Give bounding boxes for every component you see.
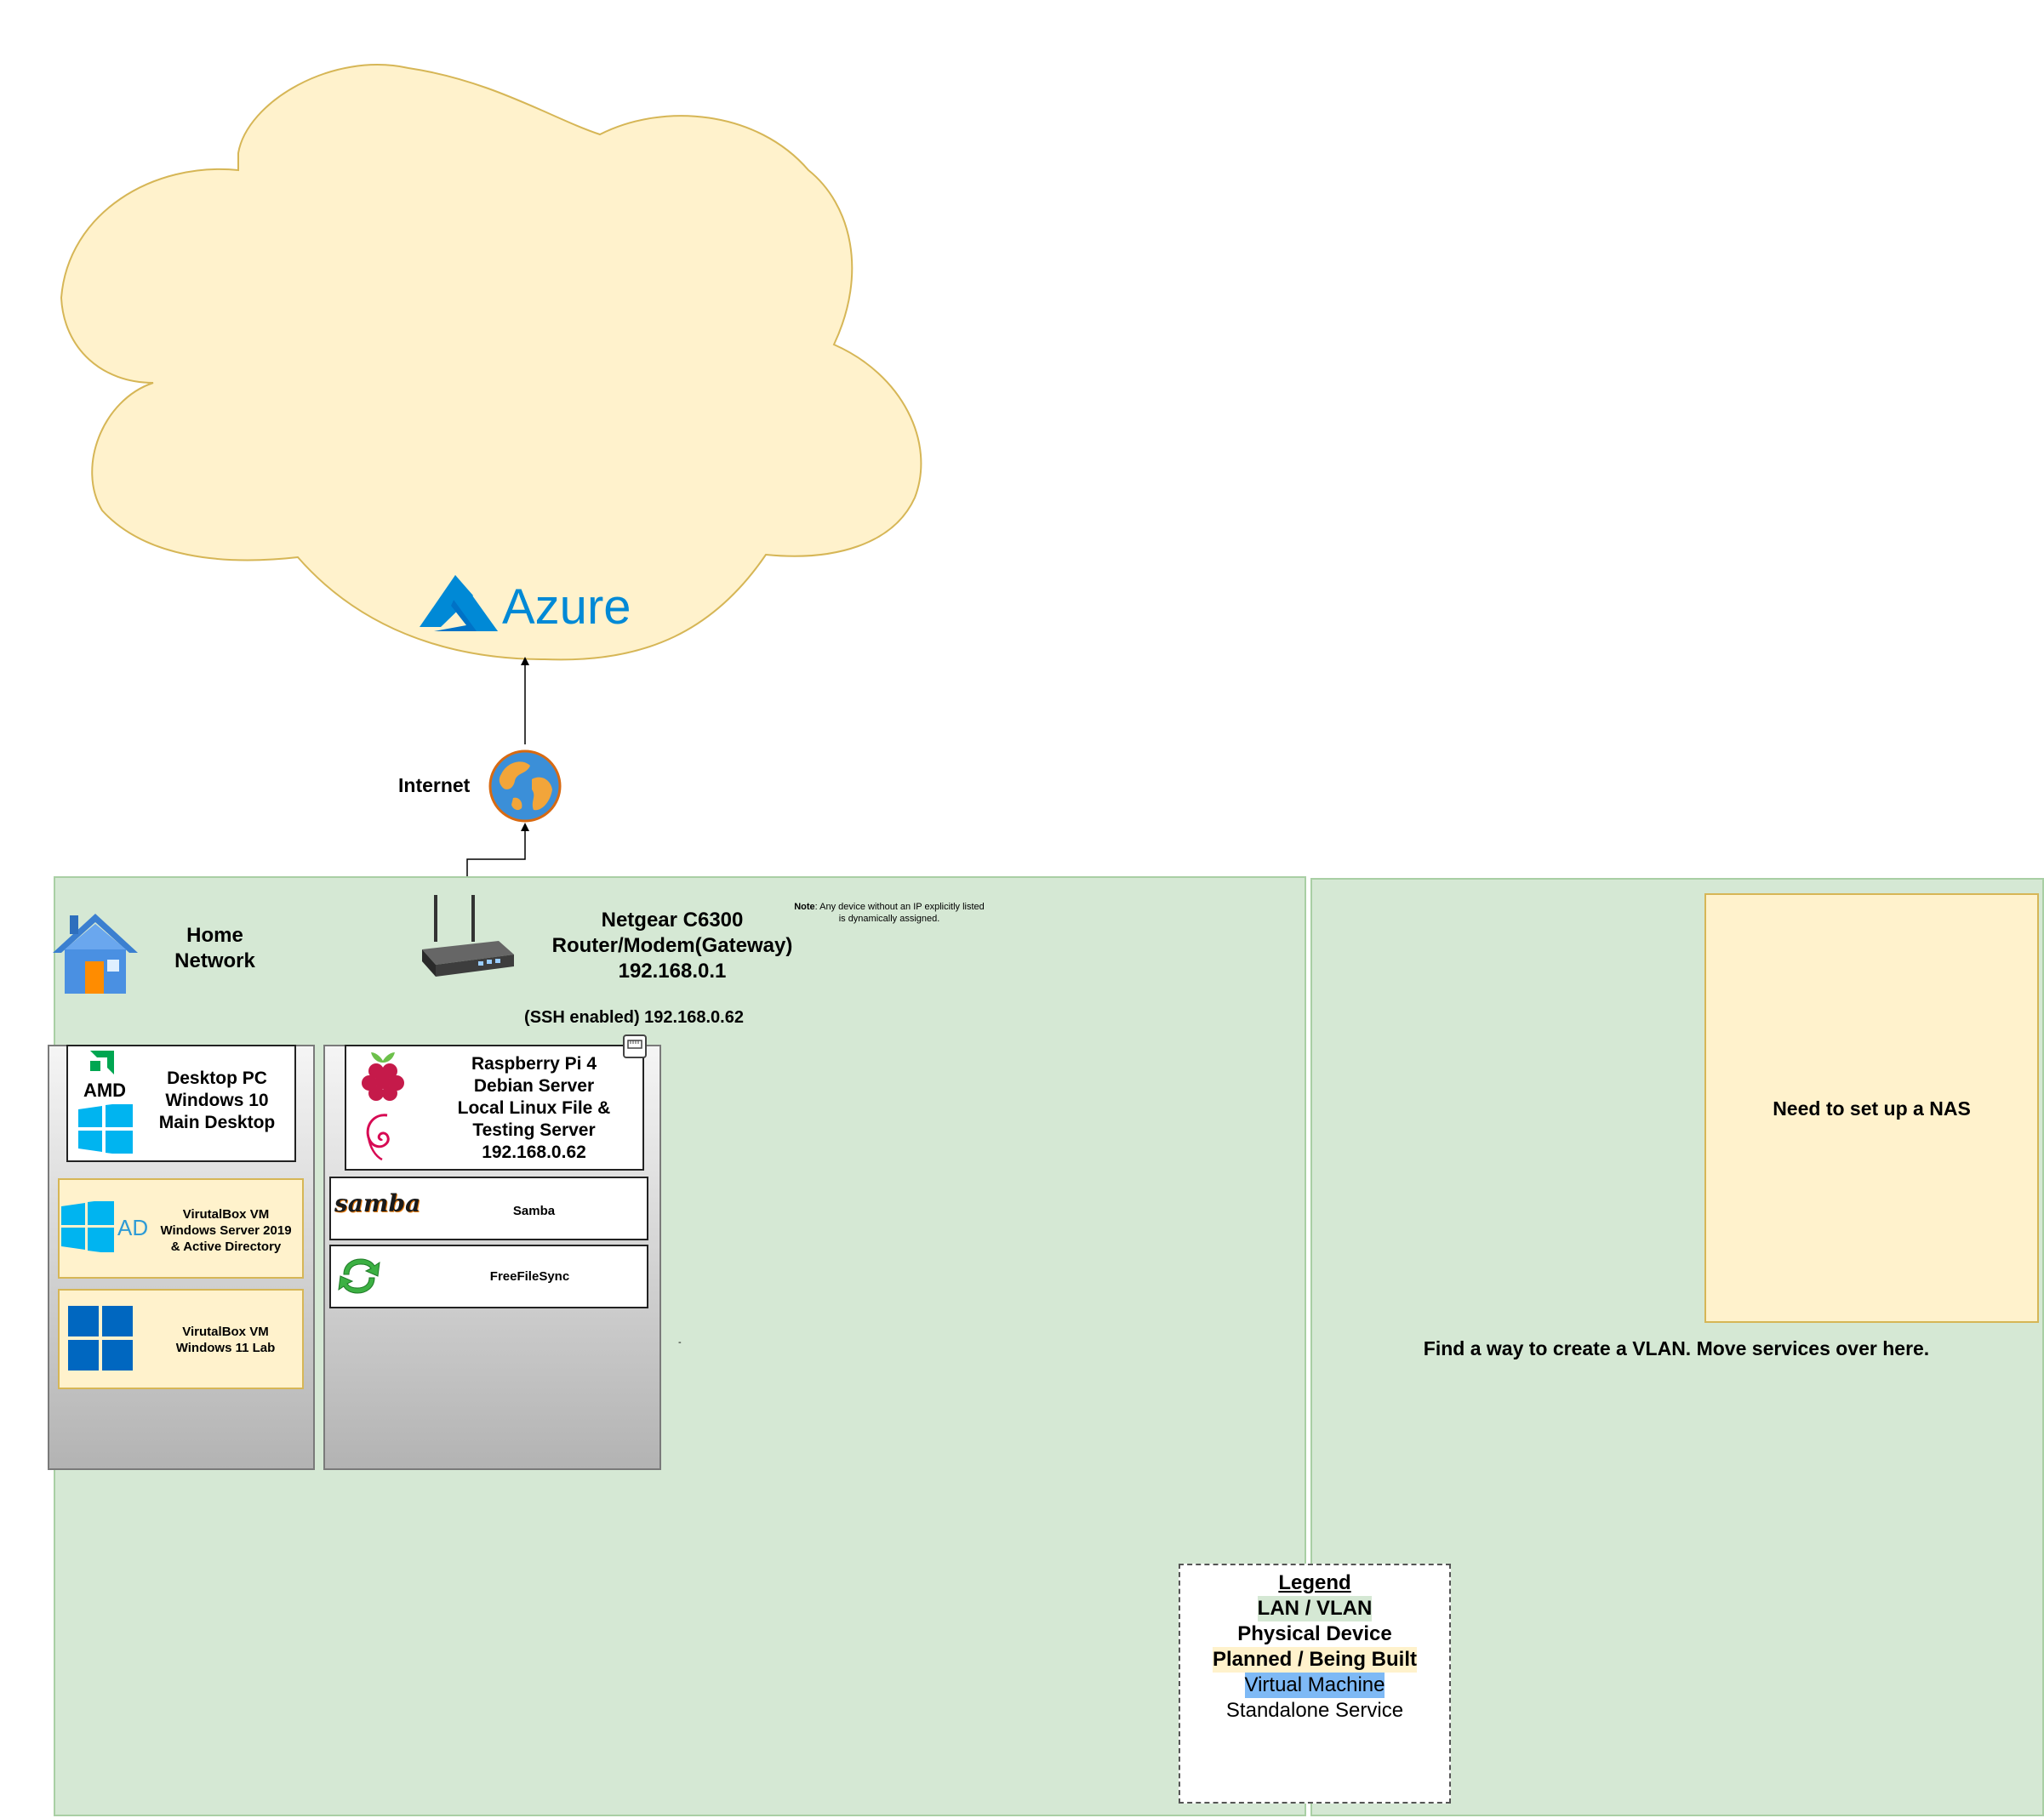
- azure-label: Azure: [502, 579, 631, 635]
- connector-lines: [466, 657, 529, 876]
- stray-mark: -: [678, 1337, 682, 1348]
- sync-icon: [338, 1258, 380, 1294]
- samba-service-box: [329, 1177, 648, 1240]
- svg-text:AMD: AMD: [83, 1080, 126, 1100]
- legend-item-planned: Planned / Being Built: [1212, 1647, 1417, 1673]
- vm-windows-11-box: [58, 1289, 304, 1389]
- house-icon: [53, 914, 138, 994]
- legend-item-lan: LAN / VLAN: [1257, 1596, 1373, 1621]
- windows-10-logo: [78, 1104, 133, 1154]
- freefilesync-service-box: [329, 1245, 648, 1308]
- debian-logo: [366, 1114, 390, 1161]
- vm-win11-line-2: Windows 11 Lab: [175, 1341, 276, 1355]
- ethernet-port-icon: [623, 1034, 647, 1058]
- home-label-line-2: Network: [174, 949, 255, 972]
- samba-logo: samba: [334, 1189, 421, 1217]
- vm-win11-line-1: VirutalBox VM: [182, 1325, 269, 1339]
- ip-note: Note: Any device without an IP explicitl…: [779, 901, 1000, 925]
- windows-11-logo: [68, 1306, 133, 1371]
- desktop-line-2: Windows 10: [165, 1091, 269, 1110]
- legend-item-service: Standalone Service: [1225, 1699, 1404, 1722]
- active-directory-logo: AD: [117, 1215, 149, 1240]
- legend: Legend LAN / VLAN Physical Device Planne…: [1179, 1570, 1451, 1724]
- nas-text: Need to set up a NAS: [1773, 1097, 1971, 1120]
- vm-server-line-3: & Active Directory: [170, 1240, 282, 1254]
- amd-logo: AMD: [83, 1051, 126, 1100]
- home-label-line-1: Home: [186, 924, 243, 947]
- router-icon: [422, 895, 514, 977]
- legend-item-vm: Virtual Machine: [1244, 1673, 1385, 1698]
- samba-label: Samba: [512, 1204, 556, 1218]
- router-line-3: 192.168.0.1: [618, 960, 727, 983]
- pi-line-5: 192.168.0.62: [482, 1143, 586, 1162]
- pi-line-3: Local Linux File &: [457, 1098, 611, 1118]
- desktop-pc-box: [66, 1045, 296, 1162]
- azure-logo: [420, 575, 498, 631]
- vm-server-line-1: VirutalBox VM: [182, 1207, 270, 1222]
- vm-server-line-2: Windows Server 2019: [160, 1223, 292, 1238]
- azure-cloud: [60, 64, 922, 661]
- ssh-label: (SSH enabled) 192.168.0.62: [524, 1008, 744, 1027]
- nas-planned-box: [1704, 893, 2039, 1323]
- router-line-2: Router/Modem(Gateway): [551, 934, 793, 957]
- legend-title: Legend: [1278, 1571, 1351, 1594]
- pi-line-4: Testing Server: [472, 1120, 596, 1140]
- desktop-line-3: Main Desktop: [158, 1113, 276, 1132]
- vm-windows-server-label: VirutalBox VM Windows Server 2019 & Acti…: [151, 1206, 300, 1255]
- router-line-1: Netgear C6300: [601, 909, 744, 932]
- desktop-line-1: Desktop PC: [167, 1069, 267, 1088]
- ip-note-text: : Any device without an IP explicitly li…: [814, 902, 985, 912]
- ip-note-line-1: Note: Any device without an IP explicitl…: [779, 901, 1000, 913]
- ip-note-prefix: Note: [794, 902, 815, 912]
- home-network-label: Home Network: [153, 923, 277, 974]
- vlan-zone-text: Find a way to create a VLAN. Move servic…: [1423, 1337, 1930, 1359]
- raspberry-pi-logo: [362, 1052, 404, 1101]
- globe-icon: [488, 749, 562, 823]
- router-label: Netgear C6300 Router/Modem(Gateway) 192.…: [528, 908, 817, 984]
- pi-line-2: Debian Server: [473, 1076, 595, 1096]
- desktop-pc-label: Desktop PC Windows 10 Main Desktop: [145, 1068, 289, 1134]
- internet-label: Internet: [398, 774, 471, 796]
- vm-windows-11-label: VirutalBox VM Windows 11 Lab: [157, 1324, 294, 1356]
- legend-item-physical: Physical Device: [1237, 1622, 1392, 1645]
- freefilesync-label: FreeFileSync: [489, 1269, 570, 1284]
- raspberry-pi-label: Raspberry Pi 4 Debian Server Local Linux…: [430, 1053, 638, 1164]
- pi-line-1: Raspberry Pi 4: [471, 1054, 597, 1074]
- windows-logo: [61, 1201, 114, 1252]
- ip-note-line-2: is dynamically assigned.: [838, 914, 940, 924]
